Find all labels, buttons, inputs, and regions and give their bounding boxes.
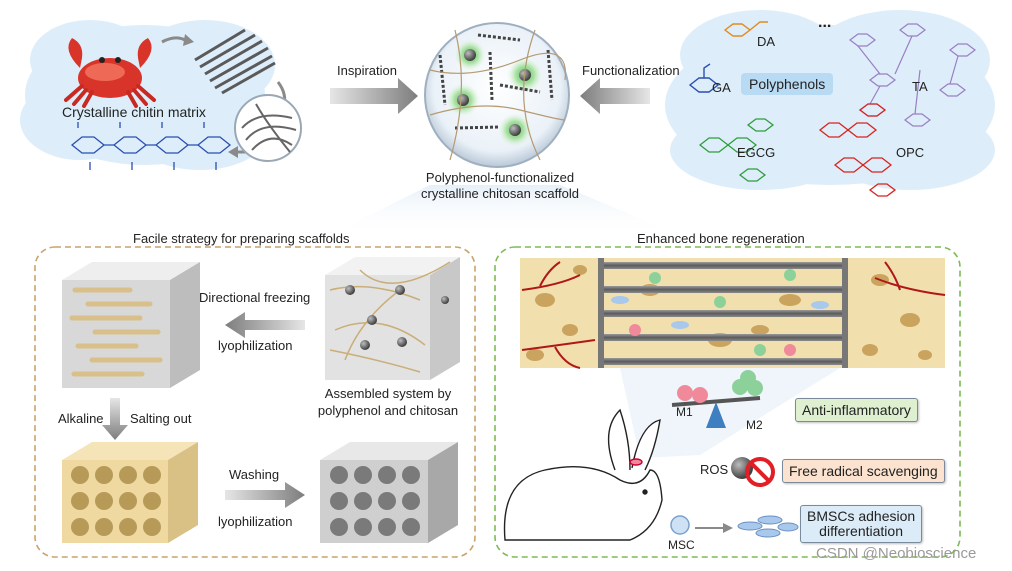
egcg-molecule bbox=[698, 118, 775, 182]
ros-label: ROS bbox=[700, 462, 729, 477]
opc-label: OPC bbox=[896, 145, 925, 160]
frozen-cube bbox=[62, 262, 200, 388]
ellipsis-label: ... bbox=[818, 14, 832, 31]
assembled-cube bbox=[325, 257, 460, 380]
anti-inflammatory-tag: Anti-inflammatory bbox=[795, 398, 918, 422]
lyophilization-label-1: lyophilization bbox=[218, 338, 293, 353]
bmsc-line1: BMSCs adhesion bbox=[807, 508, 916, 524]
bone-panel-title: Enhanced bone regeneration bbox=[637, 231, 805, 246]
bmsc-cluster bbox=[737, 515, 799, 538]
cycle-arrow-1 bbox=[161, 36, 186, 44]
salting-out-label: Salting out bbox=[130, 411, 192, 426]
bone-tissue bbox=[520, 258, 946, 369]
m2-label: M2 bbox=[746, 418, 763, 432]
chitin-fiber-bundle bbox=[194, 28, 276, 95]
strategy-panel-border bbox=[34, 246, 476, 558]
polyphenols-badge: Polyphenols bbox=[741, 73, 834, 95]
inspiration-label: Inspiration bbox=[337, 63, 397, 78]
functionalization-arrow bbox=[580, 78, 650, 114]
bone-spotlight bbox=[620, 368, 840, 458]
alkaline-label: Alkaline bbox=[58, 411, 104, 426]
lyophilization-label-2: lyophilization bbox=[218, 514, 293, 529]
directional-freezing-label: Directional freezing bbox=[199, 290, 311, 305]
msc-cell-icon bbox=[670, 515, 690, 535]
ga-label: GA bbox=[712, 80, 731, 95]
bone-panel-border bbox=[494, 246, 961, 558]
da-molecule bbox=[723, 21, 768, 37]
scaffold-sphere bbox=[424, 22, 570, 168]
scaffold-caption-line1: Polyphenol-functionalized bbox=[425, 170, 575, 185]
bmsc-tag: BMSCs adhesion differentiation bbox=[800, 505, 923, 543]
functionalization-label: Functionalization bbox=[582, 63, 680, 78]
freezing-arrow bbox=[225, 312, 305, 338]
polyphenol-cloud bbox=[665, 10, 995, 190]
scaffold-caption: Polyphenol-functionalized crystalline ch… bbox=[400, 170, 600, 202]
free-radical-tag: Free radical scavenging bbox=[782, 459, 945, 483]
watermark: CSDN @Neobioscience bbox=[816, 545, 977, 562]
chitin-molecule bbox=[70, 122, 232, 170]
chitin-matrix-label: Crystalline chitin matrix bbox=[62, 104, 206, 120]
strategy-panel-title: Facile strategy for preparing scaffolds bbox=[133, 231, 350, 246]
opc-molecule bbox=[818, 103, 897, 197]
washing-arrow bbox=[225, 482, 305, 508]
assembled-line1: Assembled system by bbox=[324, 386, 452, 401]
bmsc-line2: differentiation bbox=[819, 523, 903, 539]
alkaline-arrow bbox=[102, 398, 128, 440]
fiber-magnified-circle bbox=[234, 94, 302, 162]
chitosan-honeycomb bbox=[62, 442, 198, 543]
egcg-label: EGCG bbox=[737, 145, 776, 160]
m1-label: M1 bbox=[676, 405, 693, 419]
ga-molecule bbox=[688, 63, 720, 93]
ta-label: TA bbox=[912, 79, 928, 94]
macrophage-seesaw bbox=[671, 370, 763, 428]
assembled-system-label: Assembled system by polyphenol and chito… bbox=[303, 385, 473, 419]
scaffold-caption-line2: crystalline chitosan scaffold bbox=[420, 186, 579, 201]
da-label: DA bbox=[757, 34, 776, 49]
rabbit-illustration bbox=[503, 408, 663, 541]
spotlight bbox=[330, 185, 680, 235]
crab-illustration bbox=[64, 38, 156, 108]
washing-label: Washing bbox=[229, 467, 280, 482]
final-scaffold-honeycomb bbox=[320, 442, 458, 543]
msc-label: MSC bbox=[668, 538, 695, 552]
inspiration-arrow bbox=[330, 78, 418, 114]
ros-scavenge-icon bbox=[731, 457, 775, 487]
assembled-line2: polyphenol and chitosan bbox=[317, 403, 459, 418]
